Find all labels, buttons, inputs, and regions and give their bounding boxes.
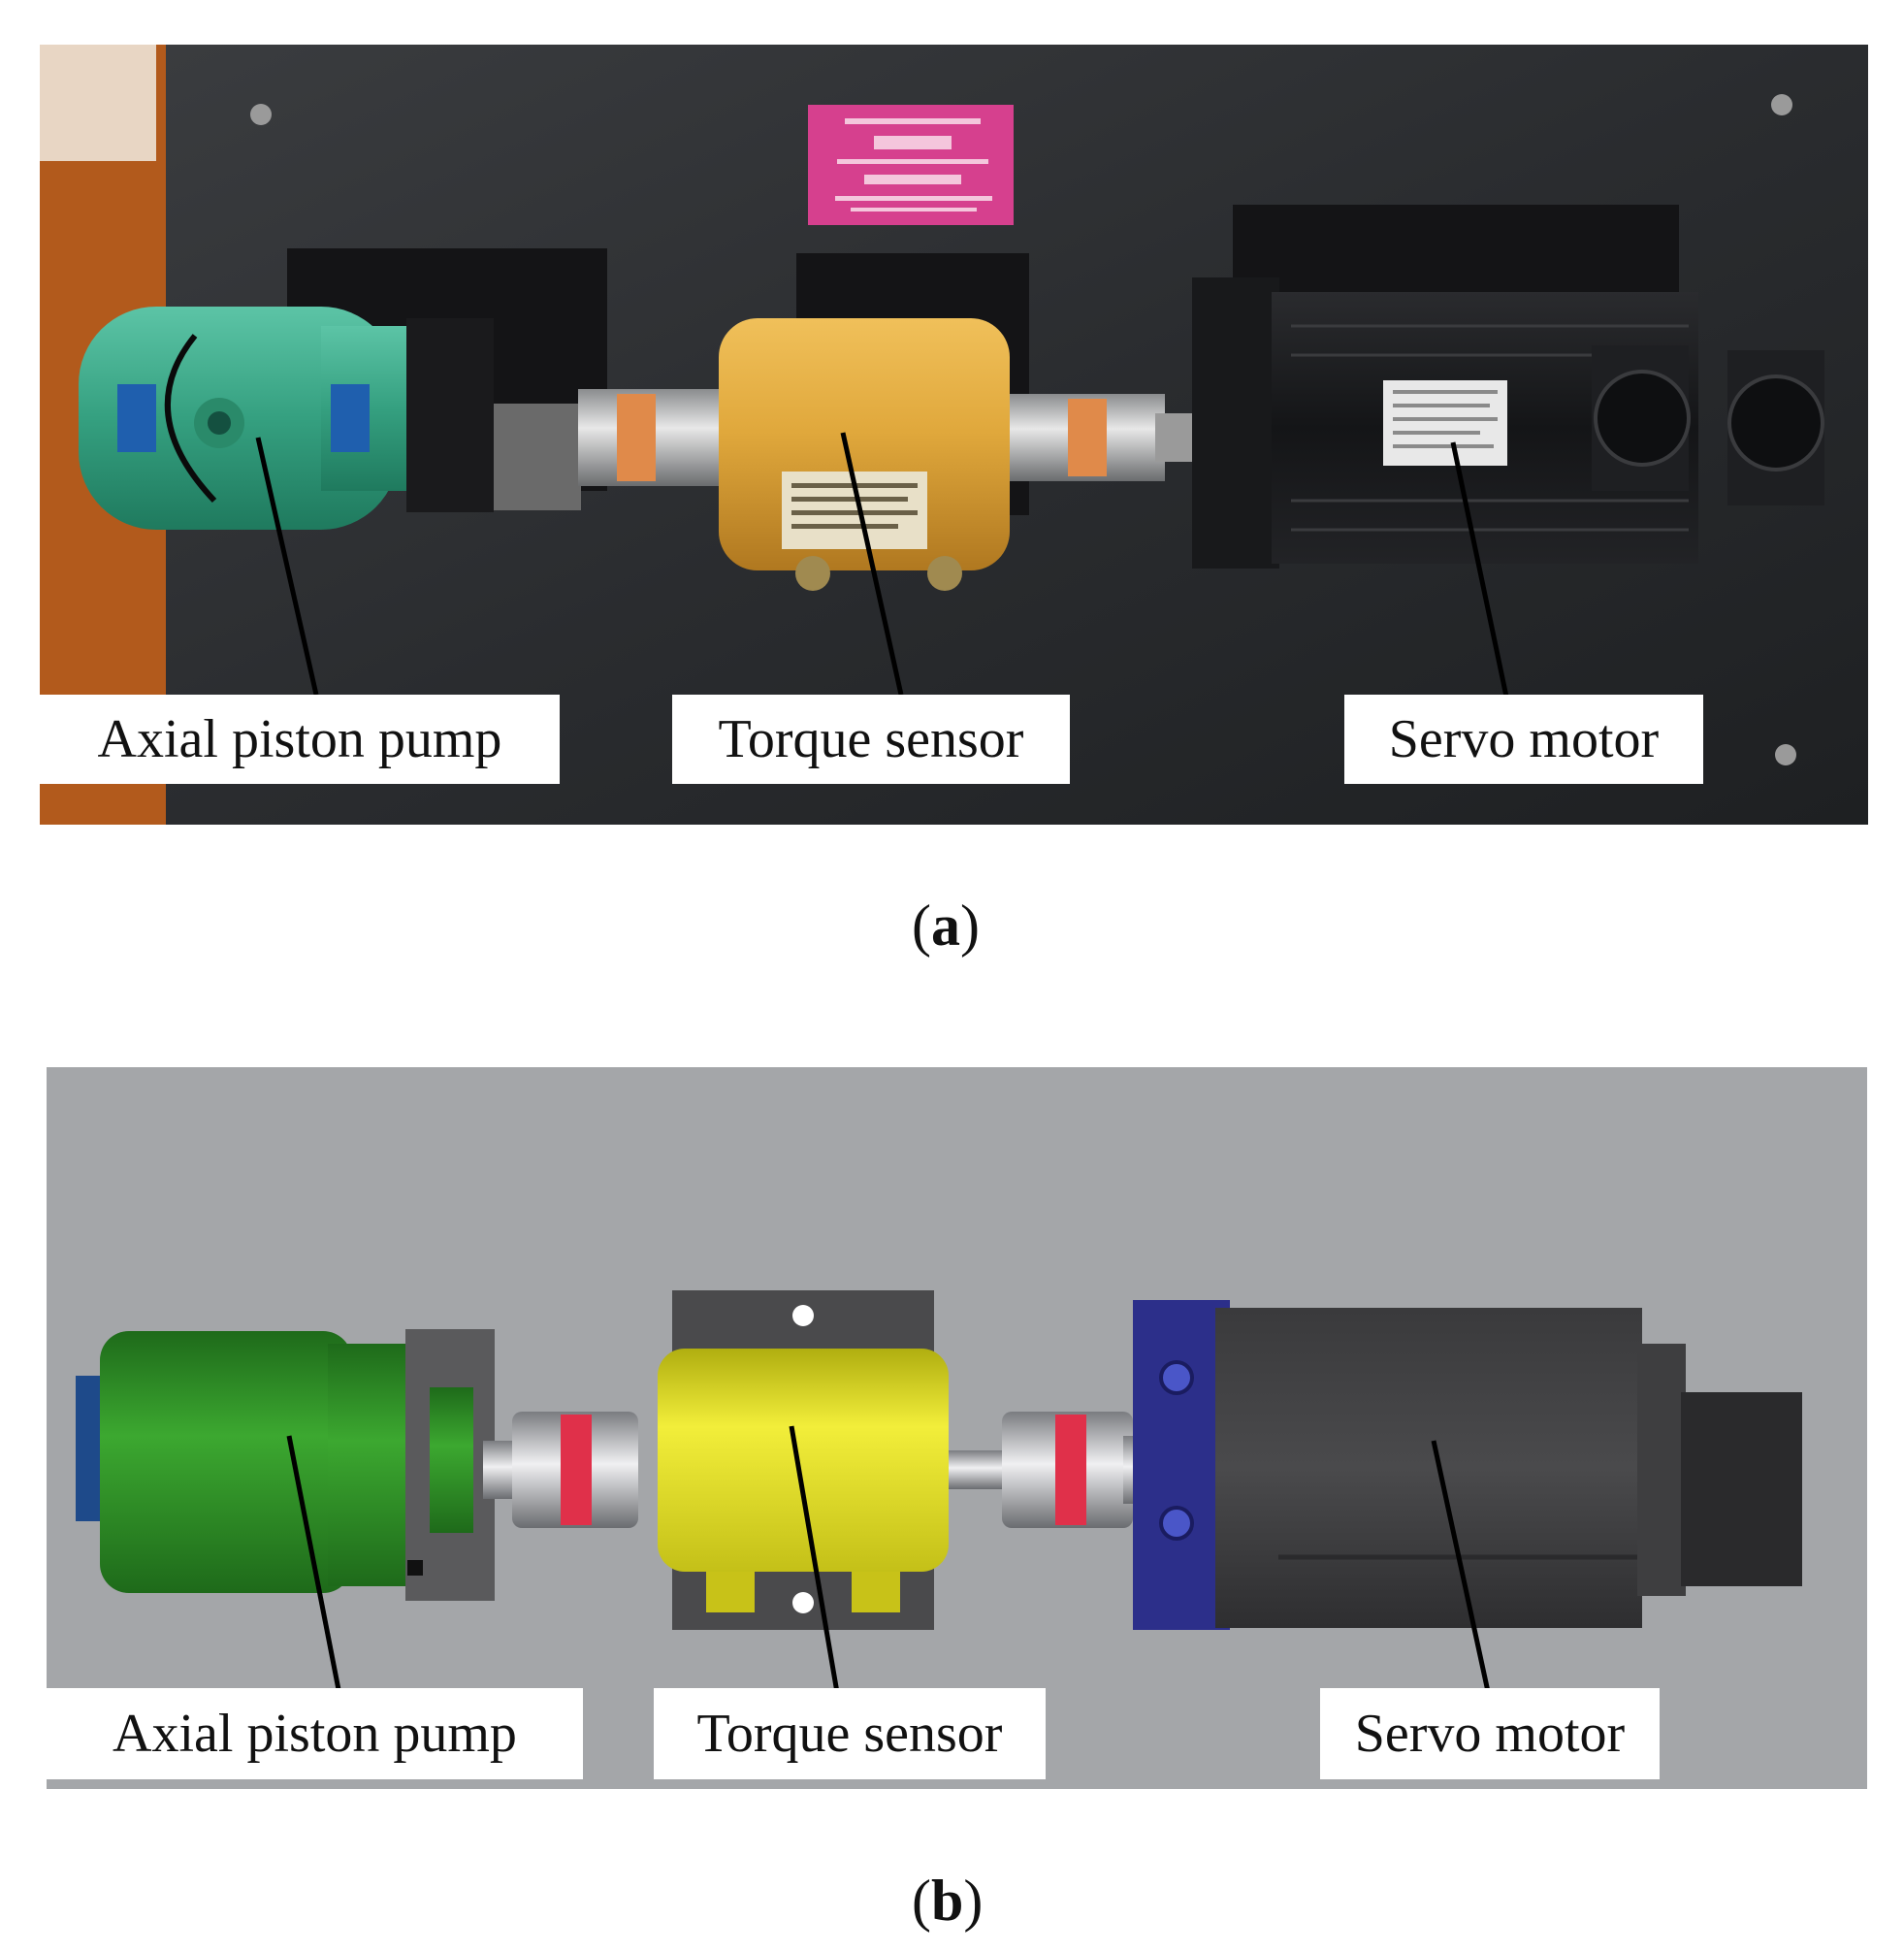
label-torque-sensor-b: Torque sensor: [654, 1688, 1046, 1779]
nameplate-sticker: [808, 105, 1014, 225]
label-servo-motor-a: Servo motor: [1344, 695, 1703, 784]
render-panel-b: Axial piston pump Torque sensor Servo mo…: [47, 1067, 1867, 1789]
caption-b: (b): [912, 1869, 984, 1933]
label-axial-piston-pump-b: Axial piston pump: [47, 1688, 583, 1779]
label-servo-motor-b: Servo motor: [1320, 1688, 1660, 1779]
caption-a: (a): [912, 894, 980, 958]
label-torque-sensor-a: Torque sensor: [672, 695, 1070, 784]
test-rig-render: [47, 1067, 1867, 1789]
label-axial-piston-pump-a: Axial piston pump: [40, 695, 560, 784]
photo-panel-a: Axial piston pump Torque sensor Servo mo…: [40, 45, 1868, 825]
